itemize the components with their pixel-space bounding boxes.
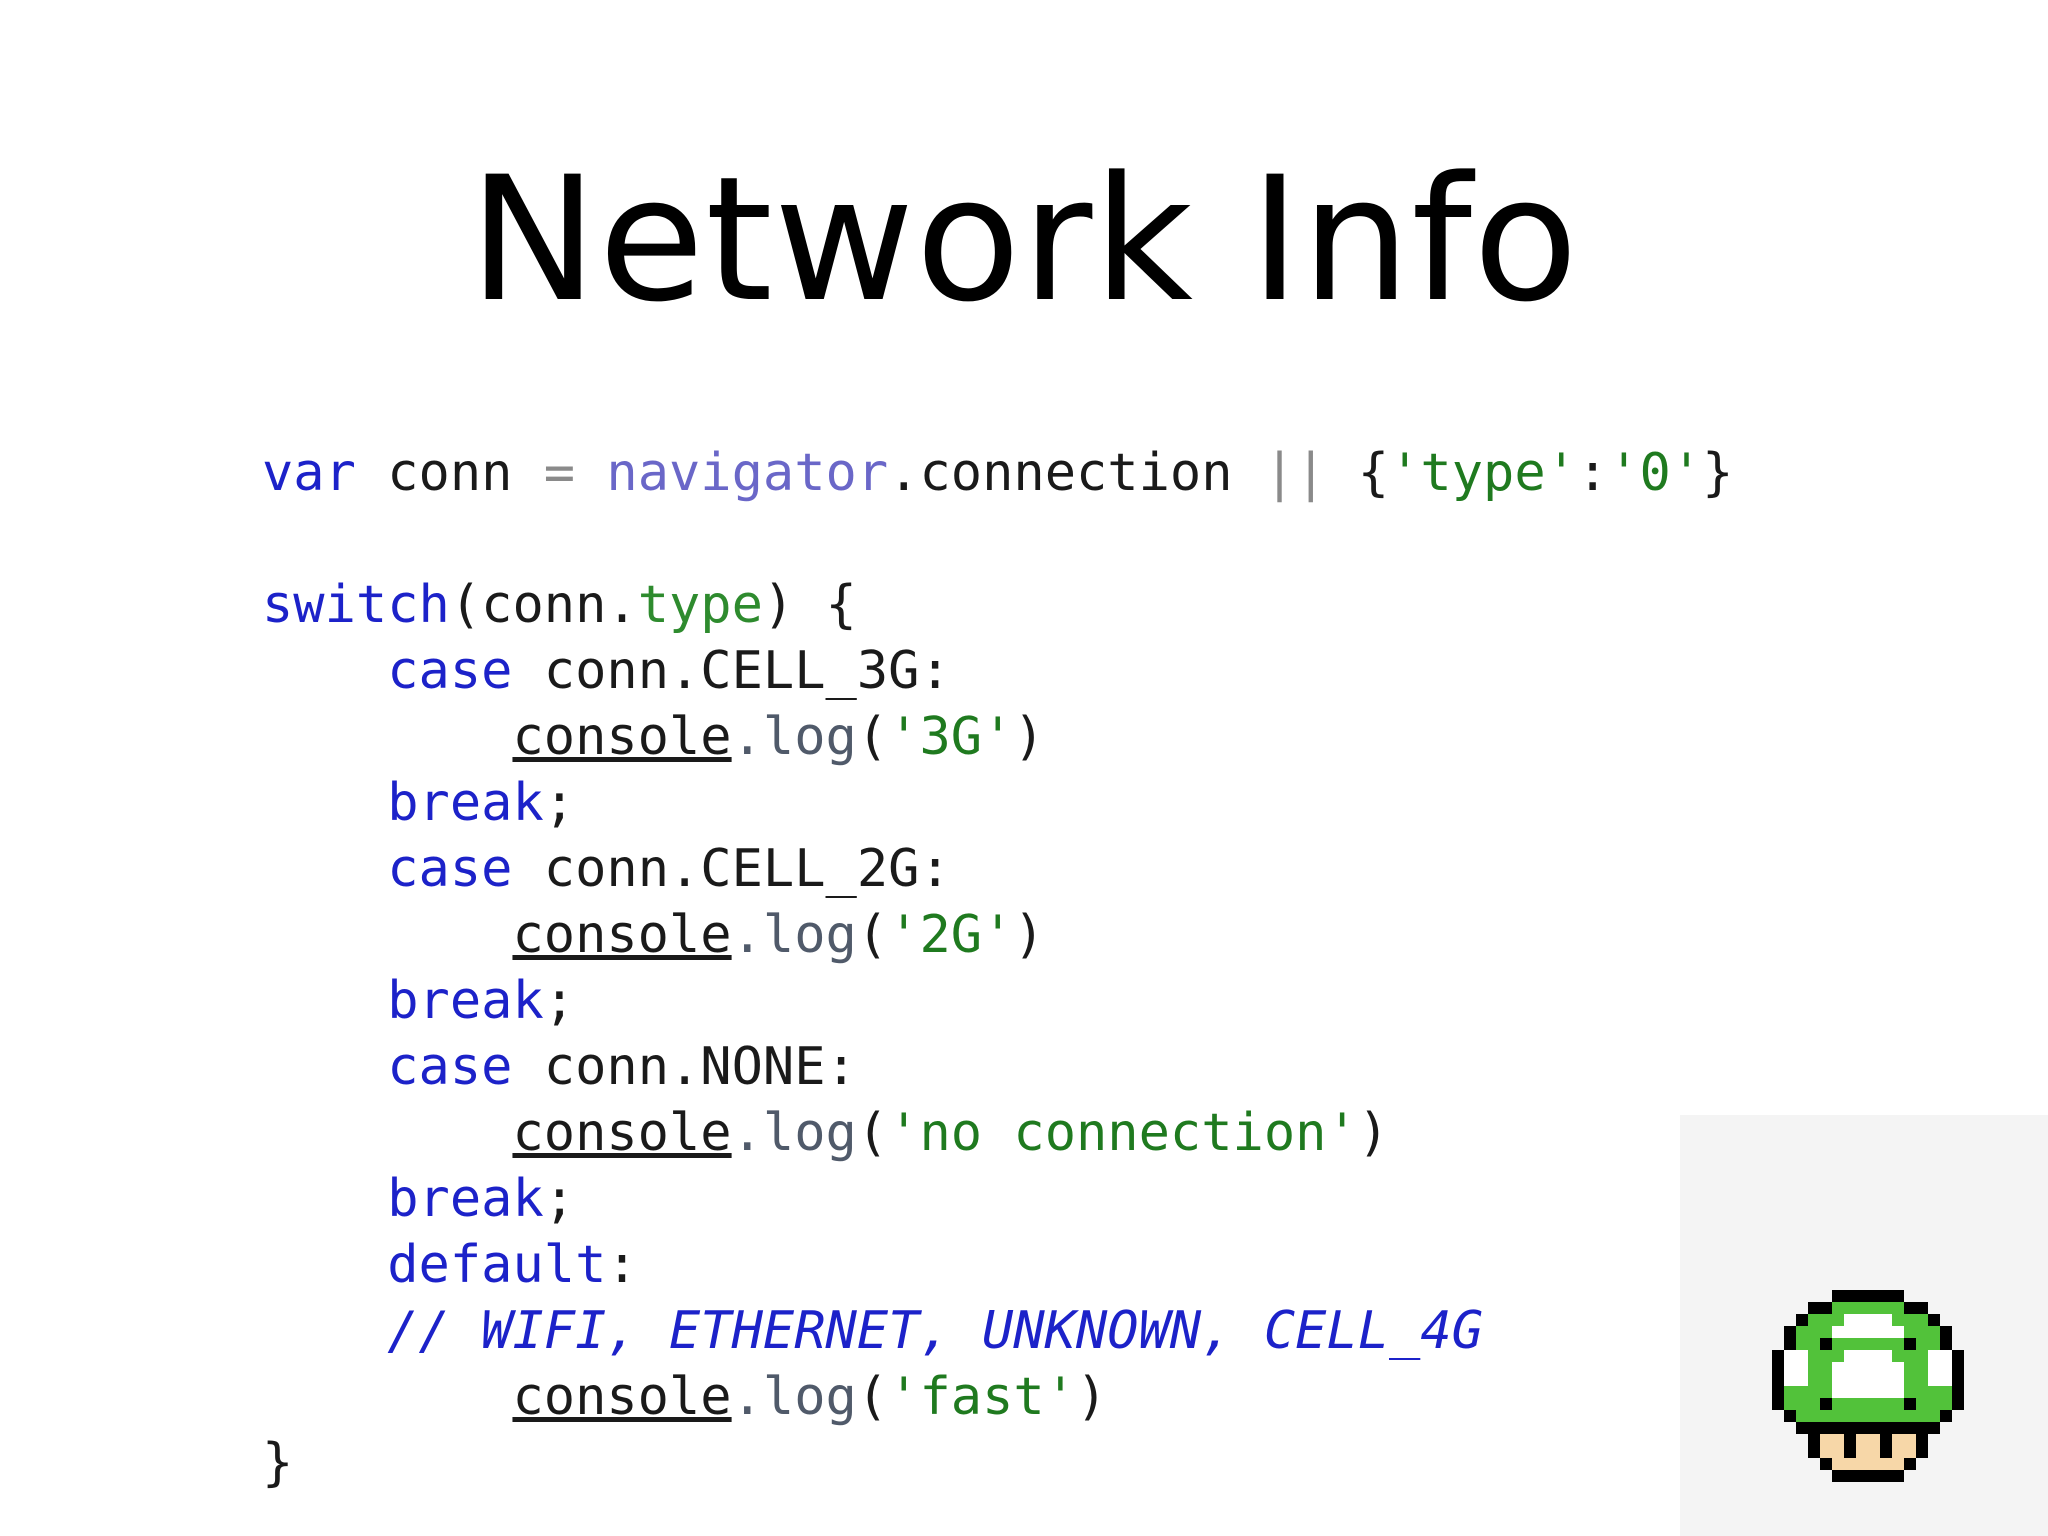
code-line-3: switch(conn.type) { <box>262 572 857 638</box>
keyword-var: var <box>262 443 356 503</box>
code-line-7: case conn.CELL_2G: <box>262 836 951 902</box>
closing-brace: } <box>262 1433 294 1493</box>
code-line-8: console.log('2G') <box>262 902 1045 968</box>
string-type: 'type' <box>1389 443 1577 503</box>
operator-or: || <box>1263 443 1327 503</box>
keyword-case: case <box>387 839 513 899</box>
case-expression: conn.CELL_2G: <box>512 839 951 899</box>
keyword-default: default <box>387 1235 607 1295</box>
method-log: .log <box>731 1103 857 1163</box>
string-3g: '3G' <box>888 707 1014 767</box>
identifier-console: console <box>512 707 732 767</box>
case-expression: conn.NONE: <box>512 1037 857 1097</box>
paren-close: ) <box>1013 905 1045 965</box>
keyword-case: case <box>387 641 513 701</box>
identifier-navigator: navigator <box>575 443 889 503</box>
code-line-4: case conn.CELL_3G: <box>262 638 951 704</box>
paren-open: ( <box>856 1103 889 1163</box>
indent <box>262 905 512 965</box>
code-line-1: var conn = navigator.connection || {'typ… <box>262 440 1733 506</box>
paren-close: ) <box>1076 1367 1108 1427</box>
code-line-5: console.log('3G') <box>262 704 1045 770</box>
keyword-break: break <box>387 1169 544 1229</box>
keyword-break: break <box>387 773 544 833</box>
colon: : <box>1576 443 1609 503</box>
property-type: type <box>637 575 763 635</box>
code-line-10: case conn.NONE: <box>262 1034 857 1100</box>
switch-open: (conn. <box>449 575 638 635</box>
paren-open: ( <box>856 707 889 767</box>
code-line-16: } <box>262 1430 293 1496</box>
code-line-14: // WIFI, ETHERNET, UNKNOWN, CELL_4G <box>262 1298 1483 1364</box>
indent <box>262 1169 387 1229</box>
brace-close: } <box>1702 443 1734 503</box>
indent <box>262 971 387 1031</box>
indent <box>262 1367 512 1427</box>
paren-open: ( <box>856 1367 889 1427</box>
colon: : <box>606 1235 638 1295</box>
keyword-break: break <box>387 971 544 1031</box>
semicolon: ; <box>543 1169 576 1229</box>
slide-title: Network Info <box>468 139 1580 340</box>
string-zero: '0' <box>1608 443 1703 503</box>
method-log: .log <box>731 905 857 965</box>
method-log: .log <box>731 1367 857 1427</box>
switch-close: ) { <box>762 575 857 635</box>
indent <box>262 839 387 899</box>
brace-open: { <box>1326 443 1390 503</box>
paren-close: ) <box>1357 1103 1390 1163</box>
indent <box>262 1235 387 1295</box>
one-up-mushroom-icon <box>1772 1290 1964 1482</box>
semicolon: ; <box>543 971 576 1031</box>
indent <box>262 1103 512 1163</box>
code-line-11: console.log('no connection') <box>262 1100 1389 1166</box>
code-line-13: default: <box>262 1232 638 1298</box>
identifier-conn: conn <box>355 443 544 503</box>
code-line-15: console.log('fast') <box>262 1364 1107 1430</box>
indent <box>262 1037 387 1097</box>
string-no-connection: 'no connection' <box>888 1103 1358 1163</box>
keyword-switch: switch <box>262 575 450 635</box>
keyword-case: case <box>387 1037 513 1097</box>
paren-open: ( <box>856 905 889 965</box>
member-connection: .connection <box>888 443 1264 503</box>
method-log: .log <box>731 707 857 767</box>
code-comment: // WIFI, ETHERNET, UNKNOWN, CELL_4G <box>387 1301 1483 1361</box>
identifier-console: console <box>512 1367 732 1427</box>
identifier-console: console <box>512 1103 732 1163</box>
identifier-console: console <box>512 905 732 965</box>
indent <box>262 707 512 767</box>
code-line-12: break; <box>262 1166 575 1232</box>
string-fast: 'fast' <box>888 1367 1076 1427</box>
code-line-6: break; <box>262 770 575 836</box>
string-2g: '2G' <box>888 905 1014 965</box>
indent <box>262 641 387 701</box>
operator-assign: = <box>543 443 576 503</box>
case-expression: conn.CELL_3G: <box>512 641 951 701</box>
mushroom-panel <box>1680 1115 2048 1536</box>
indent <box>262 773 387 833</box>
code-block: var conn = navigator.connection || {'typ… <box>262 440 1762 1500</box>
paren-close: ) <box>1013 707 1045 767</box>
code-line-9: break; <box>262 968 575 1034</box>
semicolon: ; <box>543 773 576 833</box>
indent <box>262 1301 387 1361</box>
